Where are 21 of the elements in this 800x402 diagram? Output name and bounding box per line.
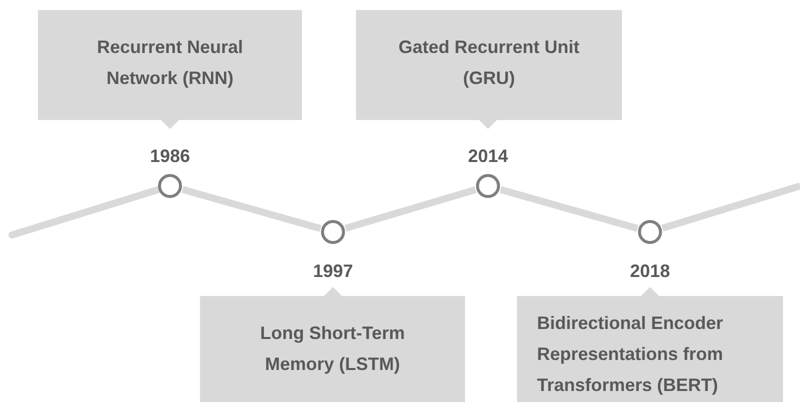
year-label: 2014 bbox=[466, 146, 510, 167]
callout-text: Long Short-Term Memory (LSTM) bbox=[259, 322, 406, 376]
timeline-line bbox=[661, 182, 800, 232]
callout-text: Bidirectional Encoder Representations from Transformers (BERT) bbox=[536, 312, 724, 397]
year-label: 2018 bbox=[628, 261, 672, 282]
timeline-line bbox=[8, 186, 162, 238]
year-label: 1997 bbox=[312, 261, 354, 282]
callout-box bbox=[200, 287, 465, 402]
callout-box bbox=[517, 287, 783, 402]
callout-text: Recurrent Neural Network (RNN) bbox=[96, 36, 244, 90]
callout-text: Gated Recurrent Unit (GRU) bbox=[397, 36, 581, 90]
timeline-marker bbox=[158, 174, 182, 198]
callout-box bbox=[38, 10, 302, 129]
timeline-marker bbox=[321, 220, 345, 244]
timeline-line bbox=[500, 186, 638, 232]
timeline-line bbox=[344, 186, 477, 232]
timeline-marker bbox=[638, 220, 662, 244]
timeline-marker bbox=[476, 174, 500, 198]
year-label: 1986 bbox=[148, 146, 192, 167]
callout-box bbox=[356, 10, 622, 129]
timeline-line bbox=[182, 186, 322, 232]
